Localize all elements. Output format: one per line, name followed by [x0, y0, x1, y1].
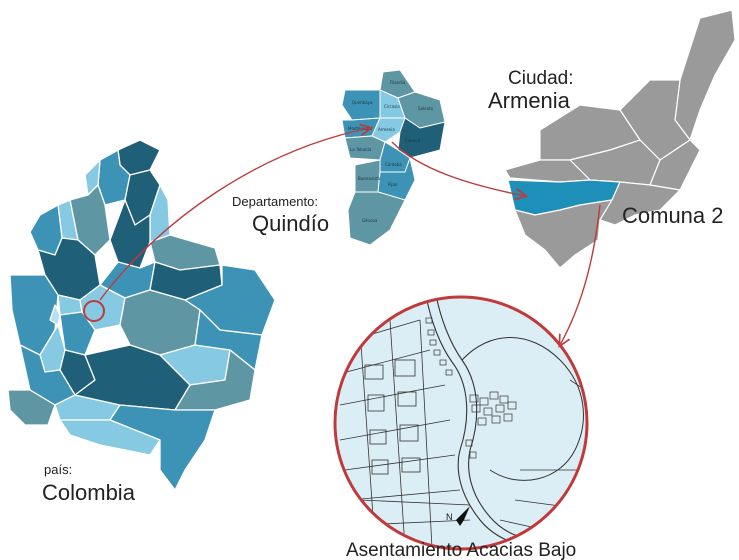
- colombia-map: [7, 139, 276, 491]
- muni-label: Córdoba: [385, 162, 402, 167]
- commune-label: Comuna 2: [622, 203, 724, 228]
- muni-label: Armenia: [378, 127, 395, 132]
- muni-label: Filandia: [390, 80, 406, 85]
- region-narino: [7, 389, 56, 426]
- muni-label: Buenavista: [358, 176, 381, 181]
- arrow-colombia-to-quindio: [99, 128, 370, 301]
- north-arrow-icon: N: [446, 506, 470, 526]
- arrow-city-to-detail: [560, 204, 601, 345]
- region-southwest: [59, 419, 161, 456]
- arrow-quindio-to-city: [391, 141, 525, 196]
- region-tolima: [59, 311, 96, 356]
- north-letter: N: [446, 512, 453, 522]
- country-prefix-label: país:: [44, 462, 72, 477]
- region-amazonas: [109, 404, 216, 491]
- muni-label: Circasia: [384, 104, 400, 109]
- country-name-label: Colombia: [42, 480, 136, 505]
- muni-label: Quimbaya: [352, 100, 373, 105]
- connector-arrows: [99, 128, 601, 345]
- quindio-highlight-circle: [83, 300, 105, 322]
- quindio-map: [341, 69, 446, 246]
- muni-label: Génova: [362, 218, 378, 223]
- armenia-map: [504, 9, 736, 269]
- muni-label: Salento: [418, 106, 434, 111]
- city-prefix-label: Ciudad:: [508, 68, 574, 89]
- department-prefix-label: Departamento:: [232, 194, 318, 209]
- city-name-label: Armenia: [488, 88, 571, 113]
- muni-label: La Tebaida: [350, 147, 372, 152]
- muni-quimbaya: [341, 89, 381, 121]
- commune-north: [674, 9, 736, 141]
- muni-label: Calarcá: [405, 138, 421, 143]
- department-name-label: Quindío: [252, 211, 329, 236]
- commune-south: [514, 199, 613, 269]
- commune-east: [649, 139, 701, 191]
- detail-urban-map: N: [333, 295, 589, 551]
- commune-southeast: [599, 181, 681, 226]
- region-cordoba: [29, 204, 63, 256]
- muni-label: Pijao: [388, 182, 398, 187]
- settlement-houses: [425, 317, 517, 459]
- settlement-label: Asentamiento Acacias Bajo: [346, 540, 576, 560]
- muni-genova: [347, 191, 406, 246]
